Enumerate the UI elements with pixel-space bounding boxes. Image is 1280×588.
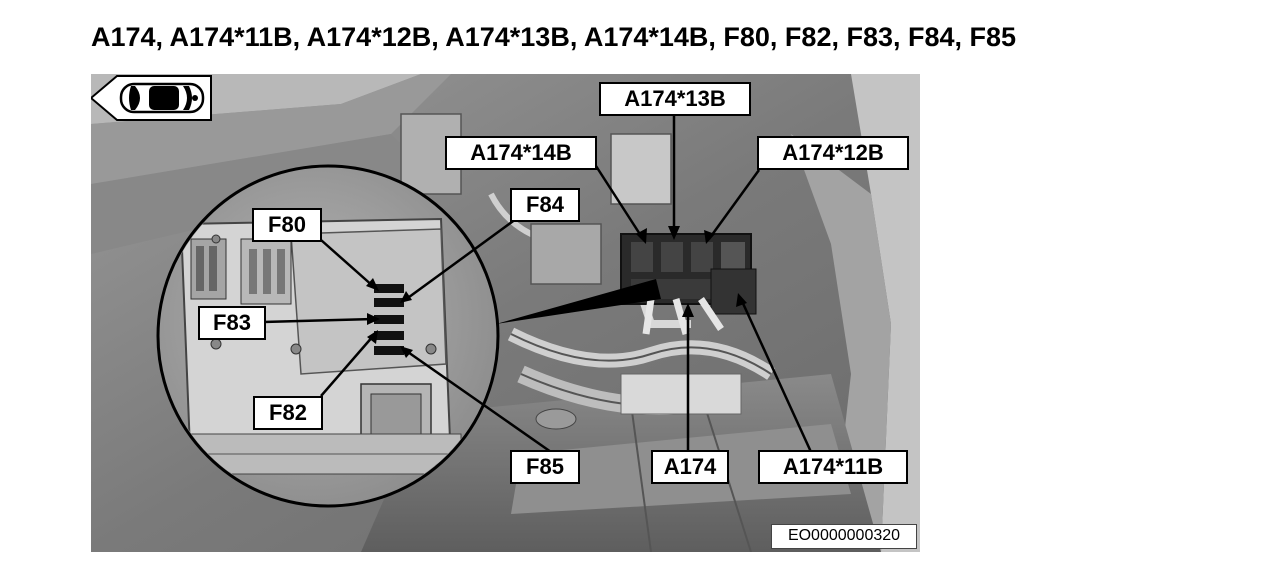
callout-f85: F85: [510, 450, 580, 484]
fuse-f83-detail: [374, 315, 404, 324]
callout-a174-12b: A174*12B: [757, 136, 909, 170]
fuse-f80-detail: [374, 284, 404, 293]
detail-pointer-wedge: [496, 279, 661, 324]
callout-a174-13b: A174*13B: [599, 82, 751, 116]
callout-a174: A174: [651, 450, 729, 484]
page-title: A174, A174*11B, A174*12B, A174*13B, A174…: [91, 22, 1017, 52]
vehicle-orientation-icon: [91, 75, 212, 121]
fuse-f85-detail: [374, 346, 404, 355]
image-code-label: EO0000000320: [771, 524, 917, 549]
callout-f82: F82: [253, 396, 323, 430]
callout-f80: F80: [252, 208, 322, 242]
callout-f84: F84: [510, 188, 580, 222]
fuse-f82-detail: [374, 331, 404, 340]
leader-lines: [262, 115, 813, 454]
fuse-location-illustration: A174*13B A174*14B A174*12B F80 F84 F83 F…: [91, 74, 920, 552]
callout-a174-11b: A174*11B: [758, 450, 908, 484]
leader-arrowheads: [366, 226, 747, 358]
detail-magnifier: [156, 164, 500, 508]
callout-a174-14b: A174*14B: [445, 136, 597, 170]
fuse-f84-detail: [374, 298, 404, 307]
callout-f83: F83: [198, 306, 266, 340]
